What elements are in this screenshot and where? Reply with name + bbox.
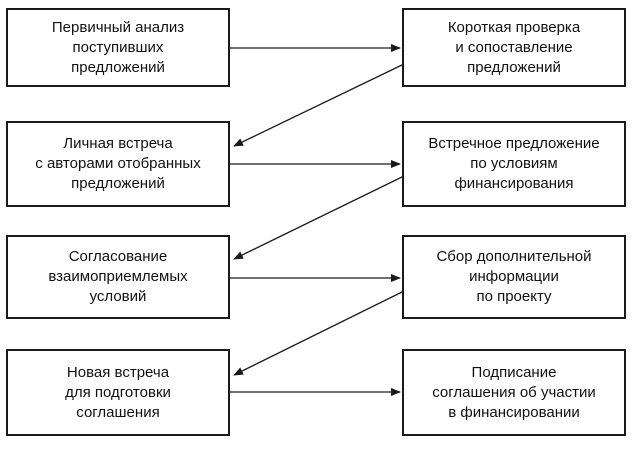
step-label-4: Встречное предложение по условиям финанс… — [428, 135, 600, 192]
step-label-5: Согласование взаимоприемлемых условий — [48, 248, 188, 305]
step-label-1: Первичный анализ поступивших предложений — [51, 18, 185, 76]
step-label-7: Новая встреча для подготовки соглашения — [65, 363, 171, 421]
step-label-3: Личная встреча с авторами отобранных пре… — [35, 135, 201, 192]
arrow-step6-to-step7 — [233, 290, 405, 376]
step-box-7: Новая встреча для подготовки соглашения — [6, 349, 230, 436]
arrow-step2-to-step3 — [233, 63, 405, 147]
arrow-step4-to-step5 — [233, 175, 405, 260]
step-label-2: Короткая проверка и сопоставление предло… — [447, 18, 581, 76]
step-box-5: Согласование взаимоприемлемых условий — [6, 235, 230, 319]
step-box-6: Сбор дополнительной информации по проект… — [402, 235, 626, 319]
step-label-6: Сбор дополнительной информации по проект… — [436, 248, 592, 305]
step-box-3: Личная встреча с авторами отобранных пре… — [6, 121, 230, 207]
step-label-8: Подписание соглашения об участии в финан… — [432, 363, 596, 421]
step-box-8: Подписание соглашения об участии в финан… — [402, 349, 626, 436]
step-box-4: Встречное предложение по условиям финанс… — [402, 121, 626, 207]
step-box-2: Короткая проверка и сопоставление предло… — [402, 8, 626, 87]
step-box-1: Первичный анализ поступивших предложений — [6, 8, 230, 87]
